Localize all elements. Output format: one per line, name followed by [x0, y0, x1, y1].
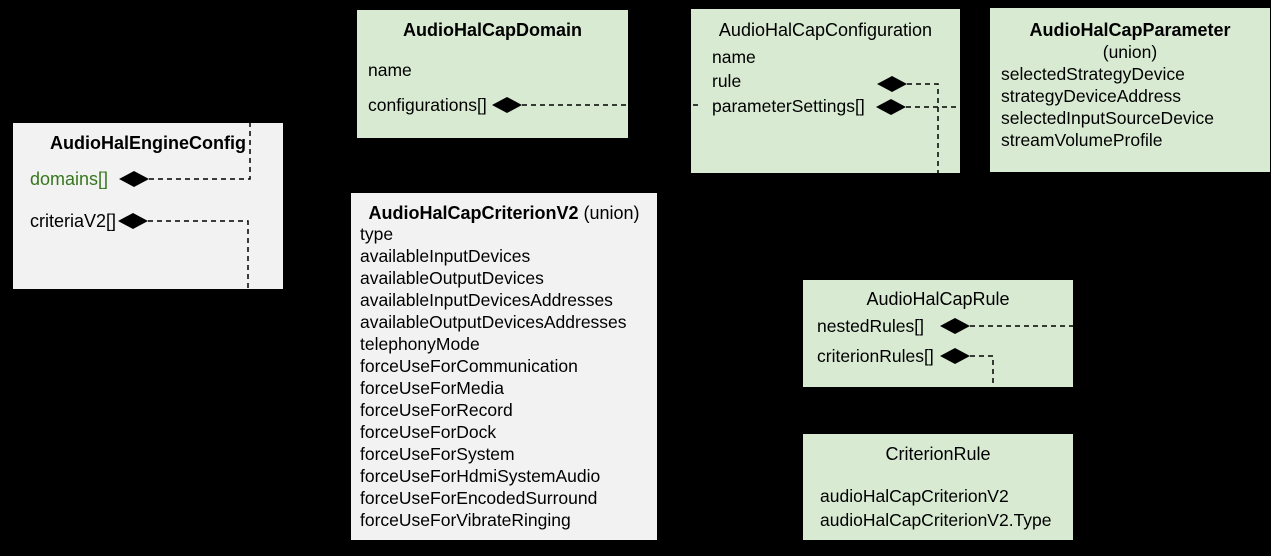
- field-audio-hal-cap-criterion-v2: audioHalCapCriterionV2: [820, 486, 1009, 506]
- class-box-audio-hal-engine-config: AudioHalEngineConfig domains[] criteriaV…: [13, 123, 283, 289]
- field-parameter-settings: parameterSettings[]: [712, 96, 865, 116]
- field-force-use-for-communication: forceUseForCommunication: [360, 356, 578, 376]
- field-configurations: configurations[]: [368, 95, 487, 115]
- field-available-output-devices-addresses: availableOutputDevicesAddresses: [360, 312, 627, 332]
- field-rule: rule: [712, 71, 742, 91]
- field-available-input-devices: availableInputDevices: [360, 246, 531, 266]
- field-force-use-for-dock: forceUseForDock: [360, 422, 497, 442]
- class-title: AudioHalCapDomain: [402, 20, 582, 40]
- field-audio-hal-cap-criterion-v2-type: audioHalCapCriterionV2.Type: [820, 510, 1052, 530]
- field-type: type: [360, 224, 394, 244]
- field-criterion-rules: criterionRules[]: [817, 346, 934, 366]
- field-available-input-devices-addresses: availableInputDevicesAddresses: [360, 290, 613, 310]
- field-force-use-for-system: forceUseForSystem: [360, 444, 515, 464]
- field-selected-input-source-device: selectedInputSourceDevice: [1001, 108, 1215, 128]
- field-force-use-for-media: forceUseForMedia: [360, 378, 504, 398]
- class-title: AudioHalCapRule: [866, 289, 1010, 309]
- class-subtitle-union: (union): [1102, 42, 1158, 62]
- field-telephony-mode: telephonyMode: [360, 334, 480, 354]
- field-criteria-v2: criteriaV2[]: [30, 211, 117, 231]
- field-domains: domains[]: [30, 169, 109, 189]
- class-box-audio-hal-cap-configuration: AudioHalCapConfiguration name rule param…: [691, 9, 960, 173]
- field-available-output-devices: availableOutputDevices: [360, 268, 544, 288]
- class-box-audio-hal-cap-rule: AudioHalCapRule nestedRules[] criterionR…: [803, 280, 1073, 387]
- class-title: AudioHalCapParameter: [1029, 20, 1231, 40]
- field-force-use-for-vibrate-ringing: forceUseForVibrateRinging: [360, 510, 571, 530]
- class-title: AudioHalCapCriterionV2 (union): [351, 203, 657, 224]
- class-box-audio-hal-cap-parameter: AudioHalCapParameter (union) selectedStr…: [990, 8, 1270, 172]
- class-box-audio-hal-cap-domain: AudioHalCapDomain name configurations[]: [357, 10, 628, 138]
- field-name: name: [368, 60, 412, 80]
- field-strategy-device-address: strategyDeviceAddress: [1001, 86, 1181, 106]
- field-force-use-for-encoded-surround: forceUseForEncodedSurround: [360, 488, 598, 508]
- field-name: name: [712, 47, 756, 67]
- field-force-use-for-hdmi-system-audio: forceUseForHdmiSystemAudio: [360, 466, 601, 486]
- field-force-use-for-record: forceUseForRecord: [360, 400, 513, 420]
- class-title-suffix-union: (union): [578, 203, 640, 223]
- field-selected-strategy-device: selectedStrategyDevice: [1001, 64, 1185, 84]
- field-nested-rules: nestedRules[]: [817, 316, 925, 336]
- class-box-audio-hal-cap-criterion-v2: AudioHalCapCriterionV2 (union) type avai…: [351, 193, 657, 540]
- class-title: AudioHalEngineConfig: [50, 133, 246, 153]
- class-box-criterion-rule: CriterionRule audioHalCapCriterionV2 aud…: [803, 434, 1073, 540]
- class-title: AudioHalCapConfiguration: [718, 20, 933, 40]
- class-title: CriterionRule: [885, 444, 991, 464]
- field-stream-volume-profile: streamVolumeProfile: [1001, 130, 1163, 150]
- class-title-main: AudioHalCapCriterionV2: [368, 203, 579, 223]
